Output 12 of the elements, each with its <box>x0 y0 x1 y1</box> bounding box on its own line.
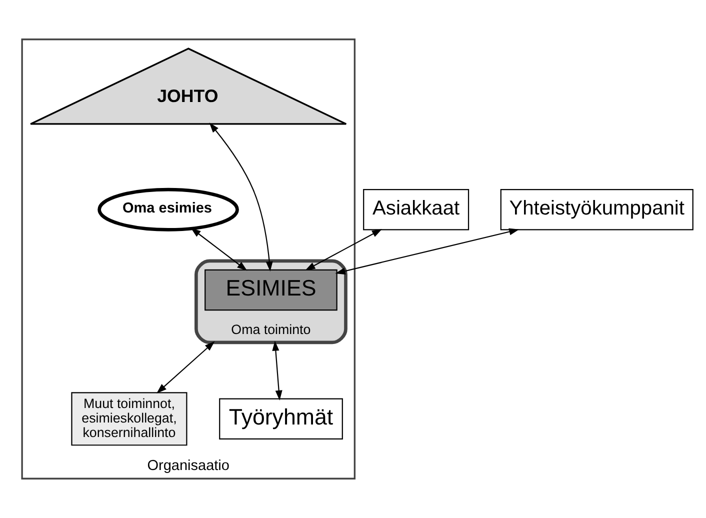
node-box: Yhteistyökumppanit <box>500 188 694 230</box>
arrow <box>305 229 382 270</box>
node-box: ESIMIES <box>204 269 338 311</box>
arrow <box>190 228 248 271</box>
node-box: Asiakkaat <box>363 188 470 230</box>
arrow <box>209 122 273 272</box>
node-box: Muut toiminnot, esimieskollegat, konsernihallinto <box>71 392 188 446</box>
arrow <box>335 228 520 275</box>
arrow <box>272 340 282 400</box>
arrow <box>156 341 215 394</box>
node-box: Työryhmät <box>219 398 343 440</box>
node-ellipse: Oma esimies <box>98 188 239 232</box>
